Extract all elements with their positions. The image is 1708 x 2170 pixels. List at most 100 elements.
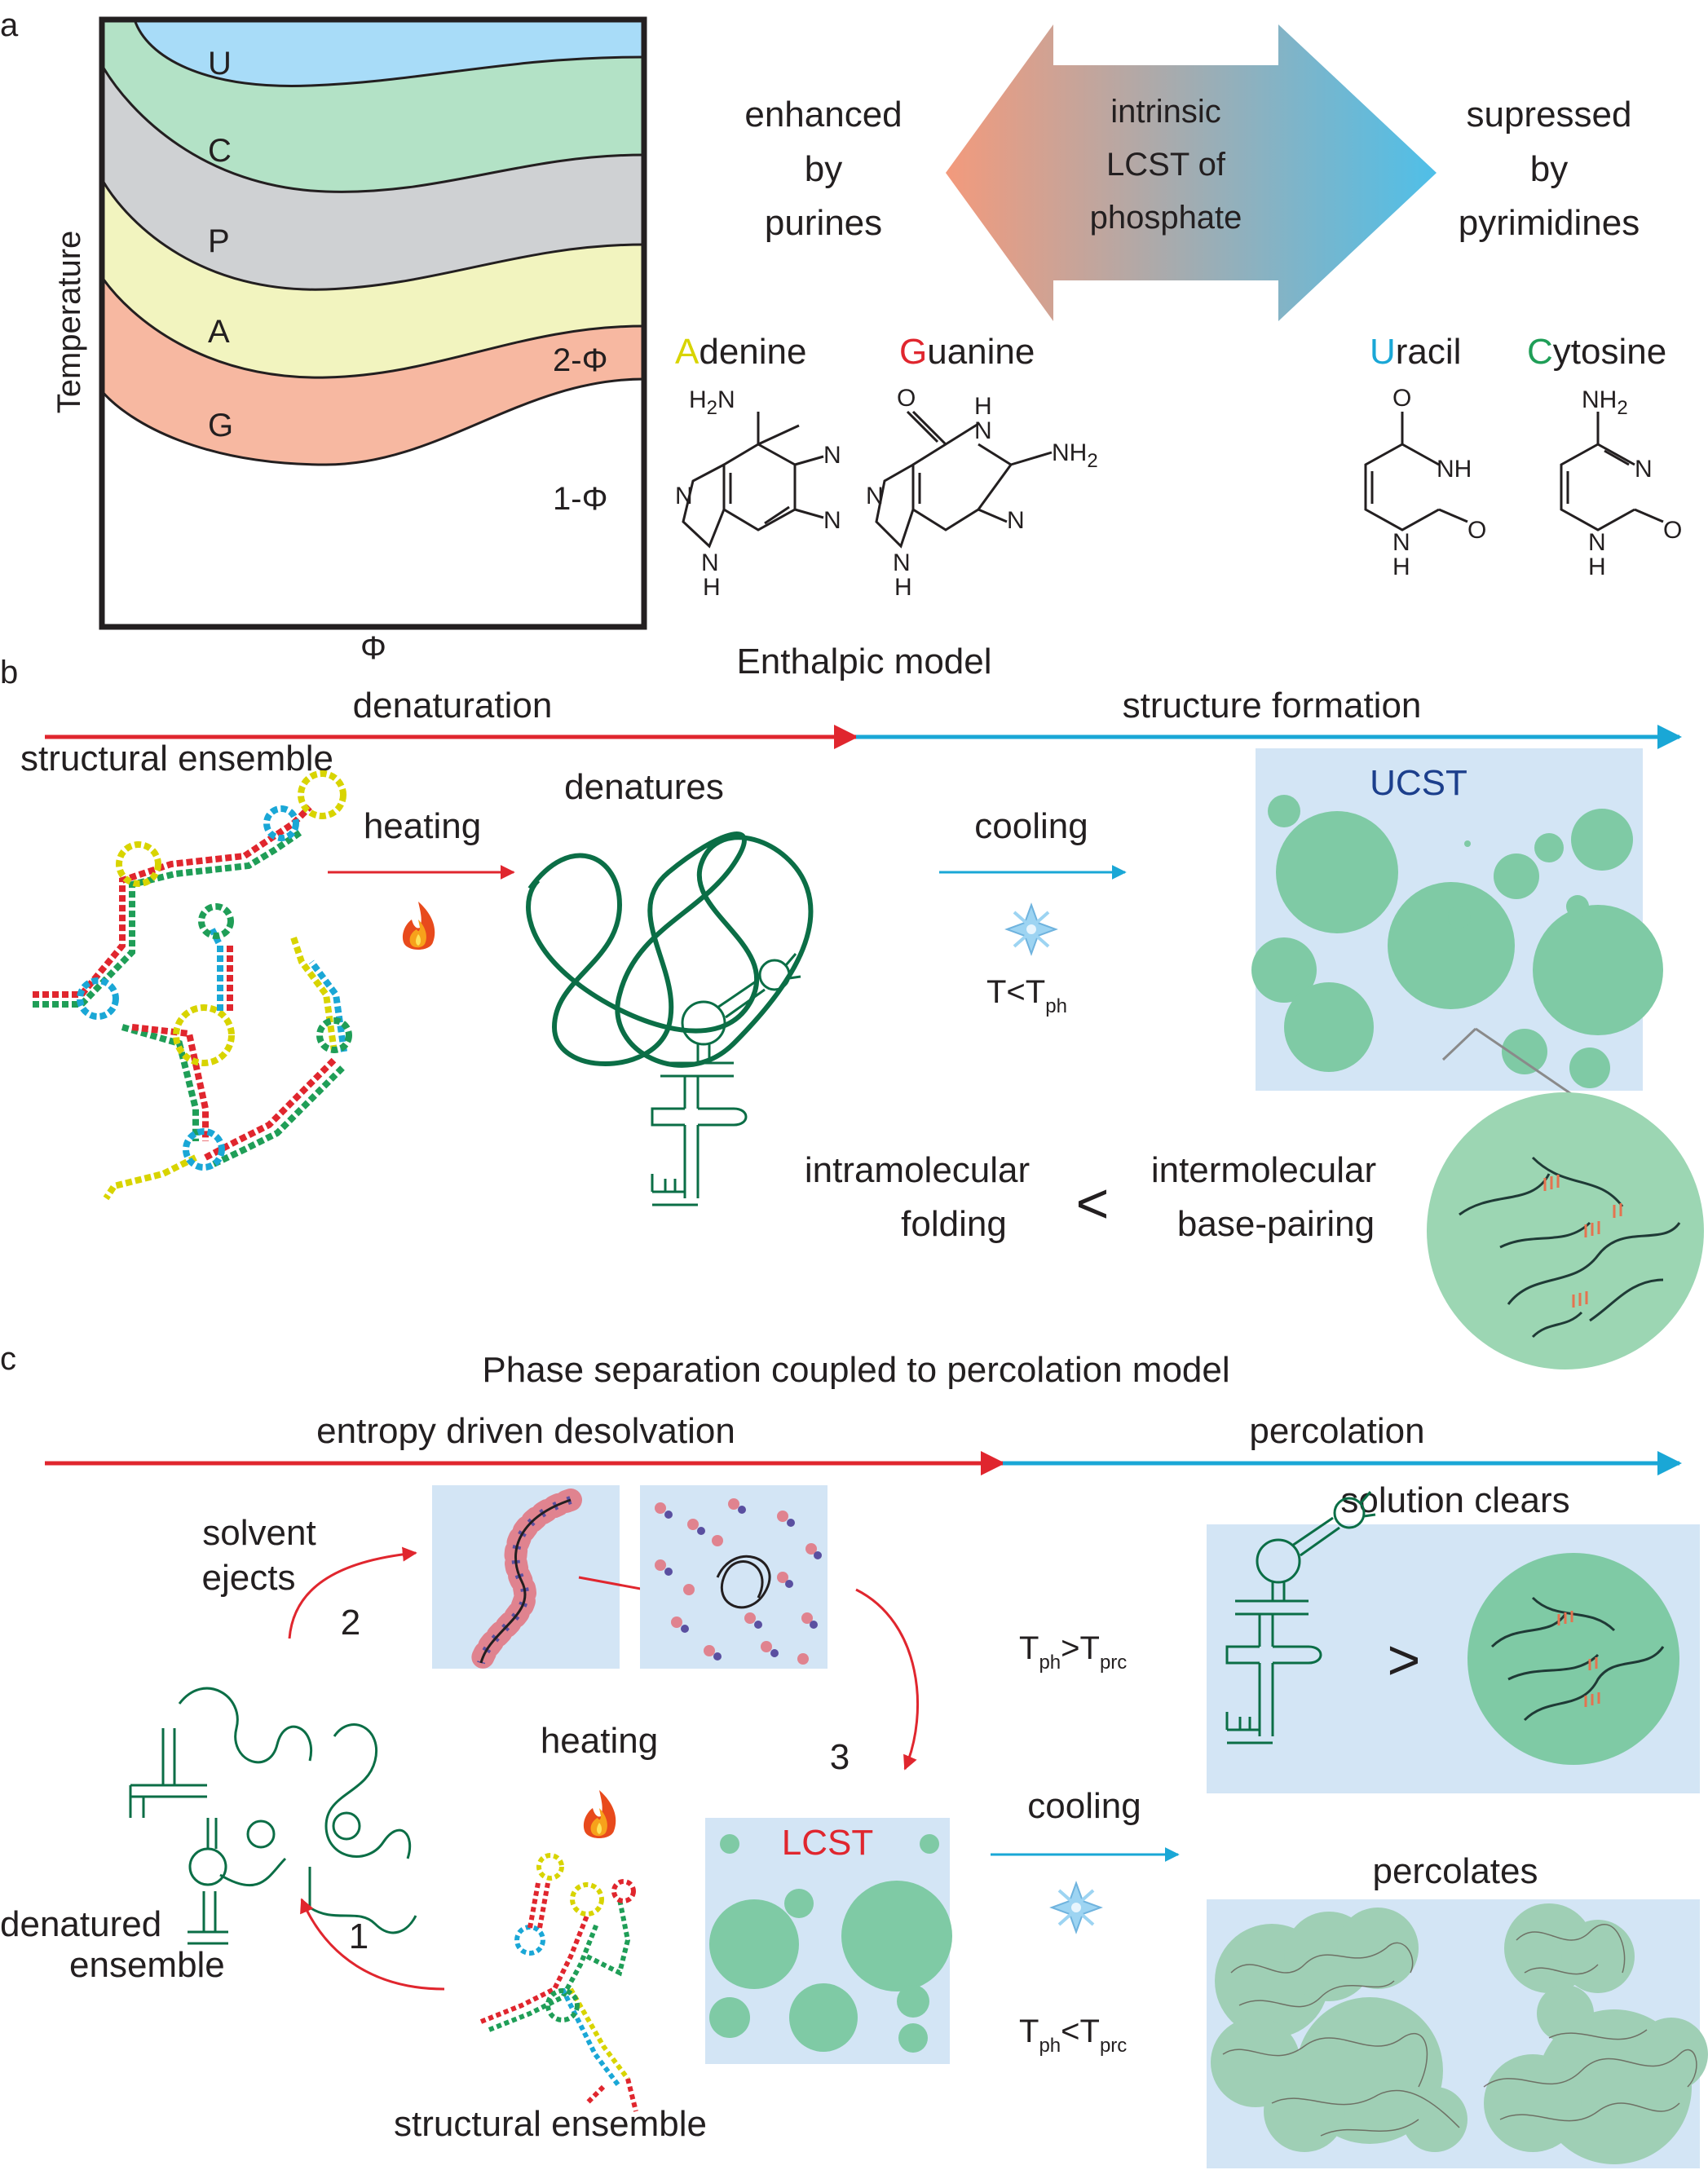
adenine-h2n: H2N bbox=[689, 386, 735, 419]
intermolecular-line1: intermolecular bbox=[1151, 1150, 1376, 1190]
step-2-arrow bbox=[288, 1546, 417, 1639]
snowflake-icon bbox=[1005, 903, 1057, 955]
panel-a: a U C P A G 2-Φ 1-Φ Temperature Φ intrin… bbox=[0, 7, 1682, 666]
cytosine-n3: N bbox=[1635, 456, 1653, 483]
structural-ensemble-beads bbox=[33, 770, 352, 1201]
structural-ensemble-label-c: structural ensemble bbox=[394, 2104, 707, 2144]
adenine-h9: H bbox=[703, 574, 721, 601]
free-solvent bbox=[655, 1498, 817, 1665]
condition-gt: Tph>Tprc bbox=[1019, 1630, 1127, 1674]
snowflake-icon-c bbox=[1050, 1881, 1102, 1934]
uracil-o4: O bbox=[1392, 385, 1411, 412]
percolate-network bbox=[1222, 1924, 1697, 2137]
suppressed-line2: by bbox=[1530, 149, 1568, 189]
cytosine-structure: NH2 N O N H bbox=[1560, 386, 1682, 580]
base-name-cytosine: Cytosine bbox=[1527, 332, 1666, 372]
band-cytosine bbox=[102, 20, 644, 192]
cooling-label-b: cooling bbox=[974, 806, 1088, 846]
solvated-chain bbox=[470, 1489, 582, 1674]
uracil-nh3: NH bbox=[1437, 456, 1472, 483]
band-label-p: P bbox=[208, 223, 230, 259]
step-2-label: 2 bbox=[341, 1603, 360, 1643]
panel-b-title: Enthalpic model bbox=[736, 642, 991, 681]
intermolecular-line2: base-pairing bbox=[1177, 1204, 1375, 1244]
panel-b: b Enthalpic model denaturation structure… bbox=[0, 642, 1704, 1369]
base-name-adenine: Adenine bbox=[675, 332, 807, 372]
band-phosphate bbox=[102, 65, 644, 290]
structural-ensemble-label: structural ensemble bbox=[20, 739, 333, 778]
denatured-ensemble bbox=[129, 1687, 417, 1945]
solution-clears-label: solution clears bbox=[1340, 1480, 1569, 1520]
panel-b-label: b bbox=[0, 655, 18, 690]
step-3-label: 3 bbox=[830, 1737, 850, 1777]
panel-c: c Phase separation coupled to percolatio… bbox=[0, 1341, 1708, 2168]
ucst-label: UCST bbox=[1370, 763, 1467, 803]
adenine-n7: N bbox=[675, 483, 693, 509]
heating-label-b: heating bbox=[364, 806, 481, 846]
heating-label-c: heating bbox=[541, 1721, 658, 1761]
lcst-double-arrow bbox=[946, 24, 1437, 321]
arrow-center-line2: LCST of bbox=[1106, 147, 1226, 183]
phase-diagram-frame bbox=[99, 16, 647, 630]
lcst-droplets bbox=[709, 1834, 952, 2053]
base-name-guanine: Guanine bbox=[899, 332, 1035, 372]
denatured-ensemble-line2: ensemble bbox=[69, 1945, 225, 1985]
band-guanine bbox=[102, 277, 644, 465]
less-than-sign: < bbox=[1076, 1171, 1110, 1235]
base-name-uracil: Uracil bbox=[1370, 332, 1461, 372]
collapsed-chain bbox=[716, 1555, 771, 1609]
intramolecular-line2: folding bbox=[901, 1204, 1007, 1244]
band-adenine bbox=[102, 179, 644, 378]
uracil-n1: N bbox=[1392, 529, 1410, 556]
uracil-o2: O bbox=[1467, 517, 1486, 544]
arrow-center-line1: intrinsic bbox=[1110, 94, 1221, 130]
band-label-u: U bbox=[208, 46, 232, 82]
adenine-structure: H2N N N N N H bbox=[675, 386, 841, 601]
step-1-arrow bbox=[300, 1898, 445, 1991]
guanine-o: O bbox=[897, 385, 916, 412]
percolates-label: percolates bbox=[1372, 1851, 1538, 1891]
clears-droplet bbox=[1467, 1553, 1679, 1765]
greater-than-sign: > bbox=[1388, 1628, 1421, 1691]
condition-lt: Tph<Tprc bbox=[1019, 2013, 1127, 2057]
desolvation-label: entropy driven desolvation bbox=[316, 1411, 735, 1451]
guanine-n9: N bbox=[893, 549, 911, 576]
guanine-n3: N bbox=[1007, 507, 1025, 534]
adenine-n1: N bbox=[823, 442, 841, 469]
y-axis-title: Temperature bbox=[51, 231, 87, 414]
band-label-g: G bbox=[208, 408, 233, 443]
ucst-droplets bbox=[1251, 795, 1663, 1088]
guanine-structure: O H N NH2 N N N H bbox=[866, 385, 1098, 601]
uracil-h1: H bbox=[1392, 554, 1410, 580]
percolation-label: percolation bbox=[1249, 1411, 1424, 1451]
cytosine-nh2: NH2 bbox=[1582, 386, 1628, 419]
panel-a-label: a bbox=[0, 7, 19, 43]
ucst-zoom-droplet bbox=[1427, 1092, 1704, 1369]
phase-diagram bbox=[99, 16, 647, 630]
cytosine-h1: H bbox=[1588, 554, 1606, 580]
adenine-n9: N bbox=[701, 549, 719, 576]
step-1-label: 1 bbox=[349, 1916, 369, 1956]
solvent-ejects-line1: solvent bbox=[202, 1513, 316, 1553]
cooling-label-c: cooling bbox=[1027, 1786, 1141, 1826]
cytosine-n1: N bbox=[1588, 529, 1606, 556]
denatures-label: denatures bbox=[564, 767, 724, 807]
percolate-clusters bbox=[1211, 1903, 1708, 2164]
one-phase-label: 1-Φ bbox=[553, 481, 607, 517]
denatured-coil bbox=[526, 831, 814, 1068]
denaturation-label: denaturation bbox=[353, 686, 553, 726]
step-3-arrow bbox=[855, 1588, 919, 1771]
temp-condition-b: T<Tph bbox=[986, 974, 1067, 1017]
structure-formation-label: structure formation bbox=[1123, 686, 1422, 726]
cytosine-o2: O bbox=[1663, 517, 1682, 544]
guanine-nh2: NH2 bbox=[1052, 439, 1098, 472]
band-uracil bbox=[102, 20, 644, 86]
intramolecular-line1: intramolecular bbox=[805, 1150, 1030, 1190]
two-phase-label: 2-Φ bbox=[553, 342, 607, 378]
denatured-ensemble-line1: denatured bbox=[0, 1904, 161, 1944]
x-axis-title: Φ bbox=[360, 630, 386, 666]
free-solvent-2 bbox=[664, 1506, 822, 1661]
structural-ensemble-small bbox=[479, 1853, 638, 2112]
arrow-center-line3: phosphate bbox=[1090, 200, 1242, 236]
